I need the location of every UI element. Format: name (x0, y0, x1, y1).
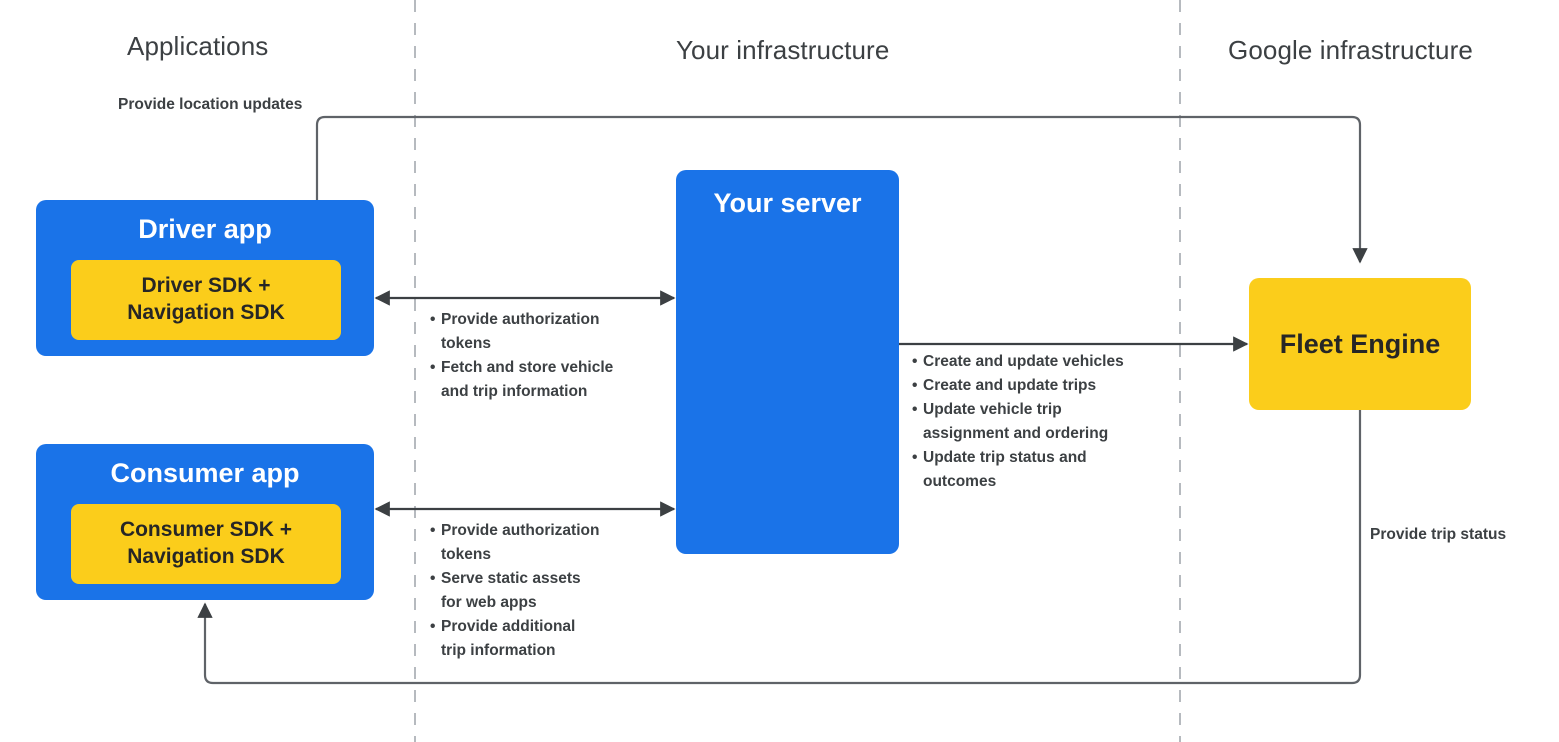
zone-label-applications: Applications (127, 31, 269, 61)
edge-label-provide-trip-status: Provide trip status (1370, 526, 1507, 543)
bullet-line-1: Provide authorization (441, 311, 600, 328)
bullet-line-2: assignment and ordering (923, 425, 1109, 443)
consumer-sdk-line-2: Navigation SDK (127, 545, 285, 568)
driver-sdk-chip[interactable]: Driver SDK + Navigation SDK (71, 260, 341, 340)
bullet-line-1: Update trip status and (923, 449, 1087, 467)
bullet-line-2: outcomes (923, 473, 997, 491)
bullet-item: Provide additional trip information (430, 615, 599, 663)
bullet-line-2: and trip information (441, 383, 588, 401)
consumer-sdk-chip[interactable]: Consumer SDK + Navigation SDK (71, 504, 341, 584)
edge-note-driver-server-list: Provide authorization tokensFetch and sto… (430, 308, 613, 404)
edge-note-driver-server: Provide authorization tokensFetch and sto… (430, 308, 613, 404)
driver-app-title: Driver app (138, 214, 272, 244)
node-driver-app[interactable]: Driver app Driver SDK + Navigation SDK (36, 200, 374, 356)
bullet-line-1: Create and update trips (923, 377, 1097, 395)
edge-note-server-fleet-list: Create and update vehiclesCreate and upd… (912, 350, 1124, 494)
bullet-line-2: trip information (441, 642, 556, 660)
node-fleet-engine[interactable]: Fleet Engine (1249, 278, 1471, 410)
driver-sdk-line-1: Driver SDK + (141, 274, 271, 298)
bullet-line-1: Serve static assets (441, 570, 581, 588)
consumer-app-title: Consumer app (110, 458, 300, 488)
edge-note-consumer-server: Provide authorization tokensServe static … (430, 519, 599, 663)
consumer-sdk-line-1: Consumer SDK + (119, 518, 293, 542)
bullet-line-1: Create and update vehicles (923, 353, 1124, 370)
bullet-line-2: tokens (441, 335, 491, 353)
bullet-line-2: tokens (441, 546, 491, 564)
bullet-item: Update vehicle trip assignment and orderi… (912, 398, 1124, 446)
edge-note-server-fleet: Create and update vehiclesCreate and upd… (912, 350, 1124, 494)
driver-sdk-line-2: Navigation SDK (127, 301, 285, 324)
bullet-item: Serve static assets for web apps (430, 567, 599, 615)
bullet-item: Create and update vehicles (912, 350, 1124, 374)
bullet-item: Create and update trips (912, 374, 1124, 398)
bullet-line-1: Fetch and store vehicle (441, 359, 614, 377)
edge-note-consumer-server-list: Provide authorization tokensServe static … (430, 519, 599, 663)
zone-label-google-infrastructure: Google infrastructure (1228, 35, 1473, 65)
bullet-item: Provide authorization tokens (430, 519, 599, 567)
node-your-server[interactable]: Your server (676, 170, 899, 554)
bullet-line-1: Provide additional (441, 618, 576, 636)
bullet-line-1: Provide authorization (441, 522, 600, 539)
bullet-item: Provide authorization tokens (430, 308, 613, 356)
edge-label-provide-location-updates: Provide location updates (118, 96, 303, 113)
bullet-item: Fetch and store vehicle and trip informat… (430, 356, 613, 404)
zone-label-your-infrastructure: Your infrastructure (676, 35, 890, 65)
bullet-item: Update trip status and outcomes (912, 446, 1124, 494)
fleet-engine-title: Fleet Engine (1279, 328, 1441, 359)
bullet-line-1: Update vehicle trip (923, 401, 1062, 419)
bullet-line-2: for web apps (441, 594, 537, 612)
your-server-title: Your server (713, 188, 862, 218)
node-consumer-app[interactable]: Consumer app Consumer SDK + Navigation S… (36, 444, 374, 600)
